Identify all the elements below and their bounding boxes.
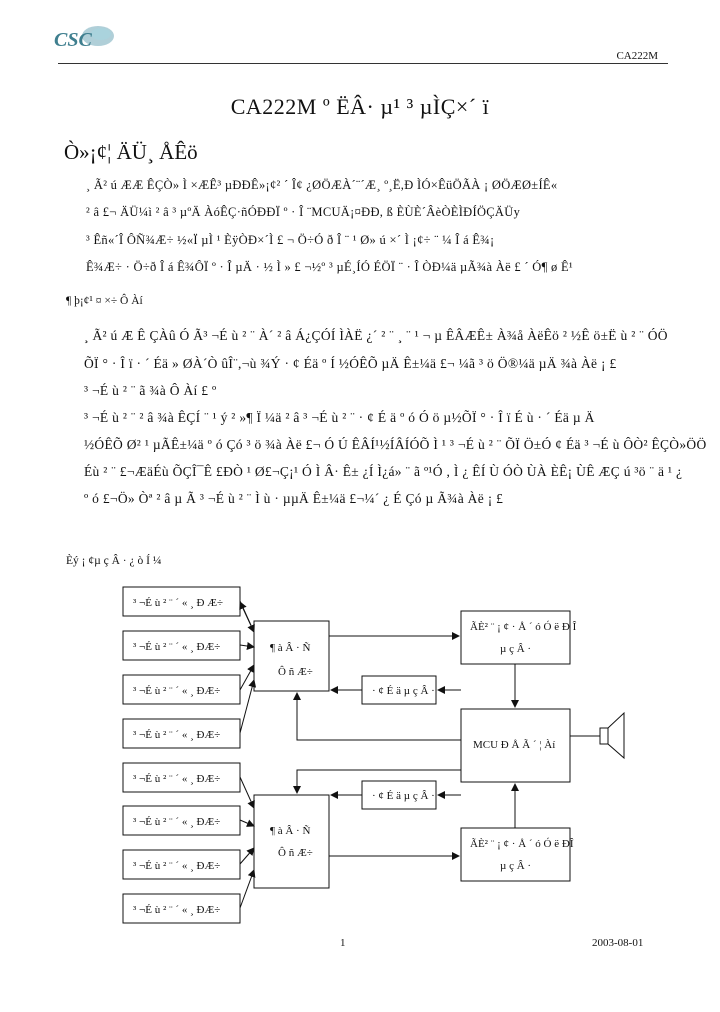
switch-label: ¶ à Â · Ñ: [270, 825, 310, 837]
receiver-label: µ ç Â ·: [500, 643, 531, 655]
sensor-label: ³ ¬É ù ² ¨ ´ « ¸ ÐÆ÷: [133, 685, 220, 697]
sensor-label: ³ ¬É ù ² ¨ ´ « ¸ ÐÆ÷: [133, 904, 220, 916]
paragraph-line: ³ ¬É ù ² ¨ ã ¾à Ô­ Àí £ º: [84, 383, 217, 398]
sensor-label: ³ ¬É ù ² ¨ ´ « ¸ ÐÆ÷: [133, 860, 220, 872]
paragraph-line: ÕÏ ° · Î ï · ´ Éä » ØÀ´Ò ûÎ¨,¬ù ¾Ý · ¢ É…: [84, 356, 617, 371]
amp-label: · ¢ É ä µ ç Â ·: [372, 685, 435, 697]
receiver-label: ÃÈ² ¨ ¡ ¢ · Å ´ ó Ó ë ÐÎ: [470, 838, 574, 850]
doc-code: CA222M: [616, 50, 658, 62]
switch-label: Ô ñ Æ÷: [278, 666, 313, 678]
company-logo: CSC: [54, 26, 114, 51]
paragraph-line: ½ÓÊÕ Ø² ¹ µÃÊ±¼ä º ó Çó ³ ö ¾à Àë £¬ Ó Ú…: [84, 437, 707, 452]
switch-box-bottom: [253, 794, 330, 889]
paragraph-line: Ê¾Æ÷ · Ö÷ð Î á Ê¾ÔÏ º · Î µÄ · ½ Ì » £ ¬…: [86, 260, 573, 274]
sensor-box: [122, 718, 241, 749]
receiver-label: µ ç Â ·: [500, 860, 531, 872]
paragraph-line: ³ ¬É ù ² ¨ ² â ¾à ÊÇÍ ¨ ¹ ý ² »¶ Ï ¼ä ² …: [84, 410, 595, 425]
amp-label: · ¢ É ä µ ç Â ·: [372, 790, 435, 802]
paragraph-line: º ó £¬Ö» Òª ² â µ Ã ³ ¬É ù ² ¨ Ì ù · µµÄ…: [84, 491, 504, 506]
speaker-cone-icon: [607, 711, 625, 760]
receiver-box-top: [460, 610, 571, 665]
paragraph-line: ³ Êñ«´Î ÔÑ¾Æ÷ ½«Ï µÌ ¹ ÈÿÒÐ×´Ì £ ¬ Ö÷Ó ð…: [86, 233, 495, 247]
paragraph-line: Éù ² ¨ £¬ÆäÉù ÕÇÎ¯Ê £ÐÒ ¹ Ø£¬Ç¡¹ Ó Ì Â· …: [84, 464, 683, 479]
footer-date: 2003-08-01: [592, 937, 644, 949]
sensor-label: ³ ¬É ù ² ¨ ´ « ¸ ÐÆ÷: [133, 729, 220, 741]
receiver-box-bottom: [460, 827, 571, 882]
switch-label: ¶ à Â · Ñ: [270, 642, 310, 654]
figure-caption: Èý ¡ ¢µ ç Â · ¿ ò Í ¼: [66, 555, 162, 567]
header-rule: [58, 63, 668, 64]
sensor-label: ³ ¬É ù ² ¨ ´ « ¸ Ð Æ÷: [133, 597, 223, 609]
switch-box-top: [253, 620, 330, 692]
paragraph-line: ² â £¬ ÄÜ¼ì ² â ³ µºÄ ÀóÊÇ·ñÓÐÐÏ º · Î ¨…: [86, 205, 521, 219]
sensor-label: ³ ¬É ù ² ¨ ´ « ¸ ÐÆ÷: [133, 641, 220, 653]
paragraph-line: ¸ Ã² ú Æ Ê ÇÀû Ó Ã³ ¬É ù ² ¨ À´ ² â Á¿ÇÓ…: [84, 328, 668, 343]
page-number: 1: [340, 937, 346, 949]
switch-label: Ô ñ Æ÷: [278, 847, 313, 859]
mcu-label: MCU Ð Å Ã ´ ¦ Àí: [473, 739, 555, 751]
mcu-box: [460, 708, 571, 783]
section-heading: Ò»¡¢¦ ÄÜ¸ ÅÊö: [64, 140, 198, 164]
paragraph-line: ¸ Ã² ú ÆÆ ÊÇÒ» Ì ×ÆÊ³ µÐÐÊ»¡¢² ´ Î¢ ¿ØÖÆ…: [86, 178, 558, 192]
sensor-label: ³ ¬É ù ² ¨ ´ « ¸ ÐÆ÷: [133, 773, 220, 785]
logo-text: CSC: [54, 29, 92, 51]
section-subheading: ¶ þ¡¢¹ ¤ ×÷ Ô­ Àí: [66, 295, 143, 307]
page-title: CA222M º ËÂ· µ¹ ³ µÌÇ×´ ï: [230, 94, 490, 119]
speaker-icon: [599, 727, 609, 745]
sensor-box: [122, 893, 241, 924]
receiver-label: ÃÈ² ¨ ¡ ¢ · Å ´ ó Ó ë Ð Î: [470, 621, 577, 633]
sensor-label: ³ ¬É ù ² ¨ ´ « ¸ ÐÆ÷: [133, 816, 220, 828]
sensor-box: [122, 849, 241, 880]
